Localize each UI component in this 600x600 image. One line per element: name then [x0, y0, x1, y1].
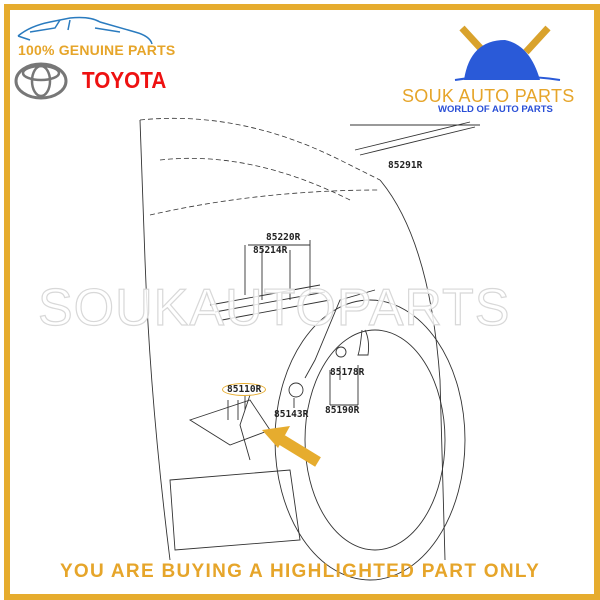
genuine-parts-text: 100% GENUINE PARTS: [18, 42, 176, 58]
highlighted-part-label: 85110R: [222, 383, 267, 396]
watermark: SOUKAUTOPARTS: [37, 278, 511, 337]
part-label: 85143R: [274, 409, 309, 420]
souk-logo-icon: [454, 25, 561, 81]
gold-frame: [4, 4, 600, 600]
part-label: 85178R: [330, 367, 365, 378]
footer-notice: YOU ARE BUYING A HIGHLIGHTED PART ONLY: [59, 561, 541, 582]
highlight-arrow-icon: [262, 426, 321, 467]
part-label: 85190R: [325, 405, 360, 416]
shop-tagline: WORLD OF AUTO PARTS: [438, 104, 553, 115]
part-label: 85220R: [266, 232, 301, 243]
part-label: 85291R: [388, 160, 423, 171]
car-logo: [17, 16, 153, 45]
shop-name: SOUK AUTO PARTS: [402, 86, 575, 106]
toyota-brand-text: TOYOTA: [82, 67, 167, 93]
toyota-emblem-icon: [14, 62, 68, 100]
part-label: 85214R: [253, 245, 288, 256]
